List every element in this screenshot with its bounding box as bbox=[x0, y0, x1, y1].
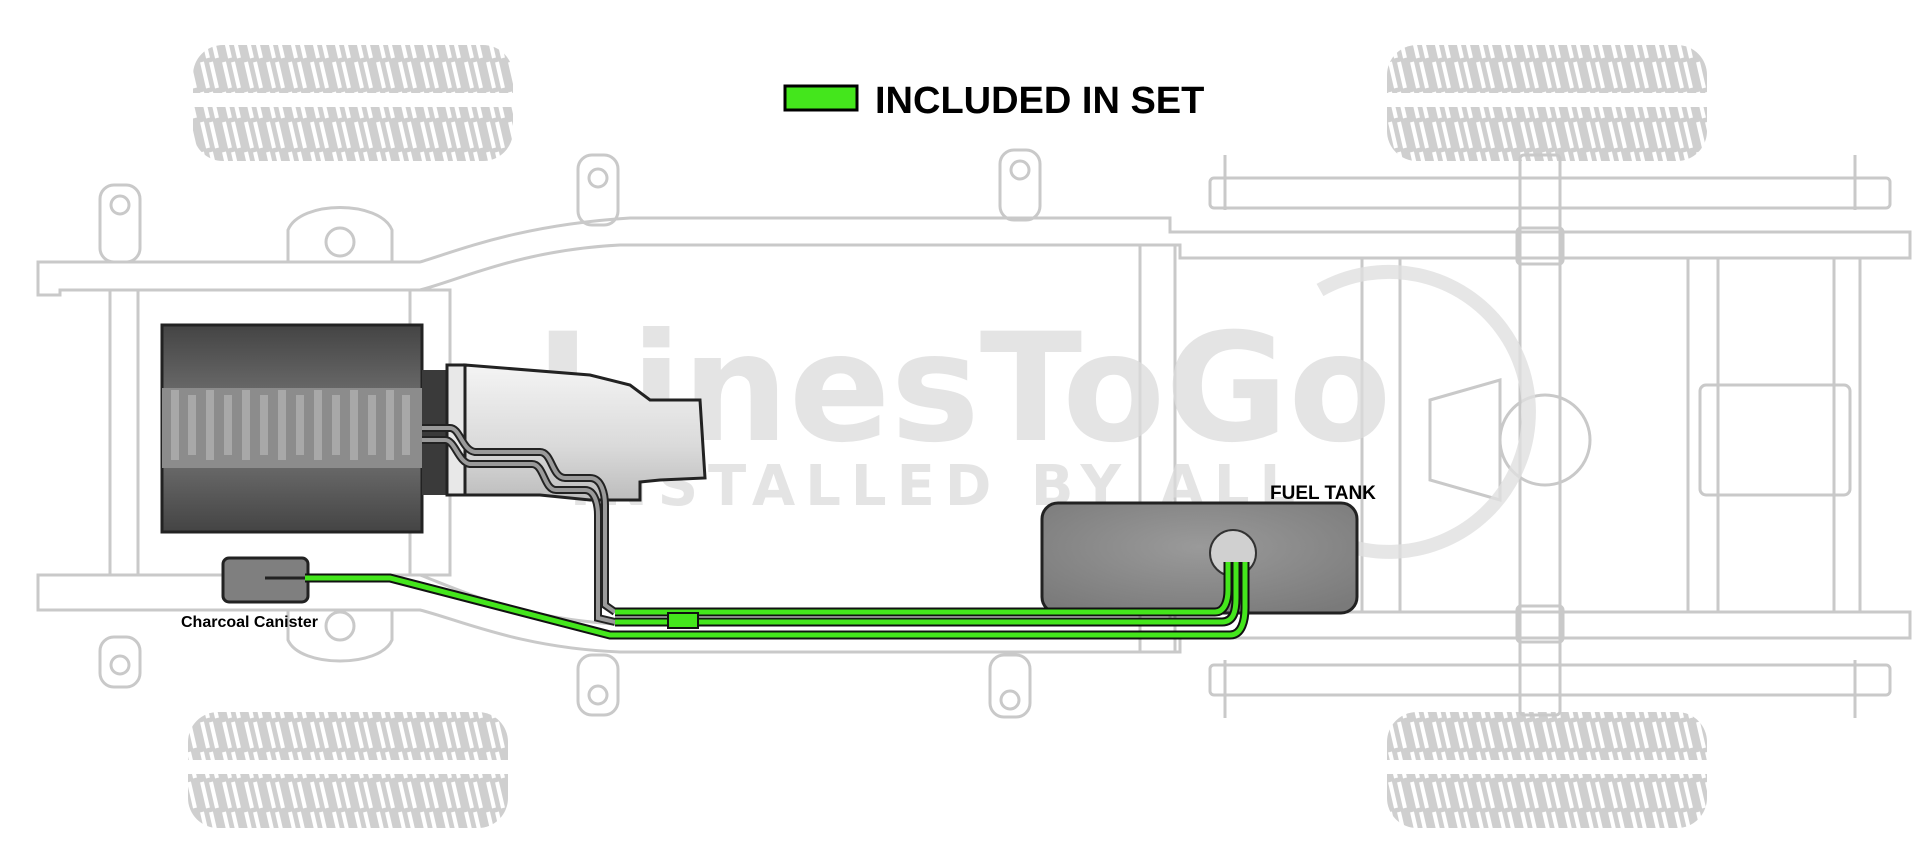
charcoal-canister-label: Charcoal Canister bbox=[181, 614, 318, 631]
legend: INCLUDED IN SET bbox=[783, 80, 1204, 122]
charcoal-canister-icon bbox=[221, 556, 310, 604]
included-fuel-lines bbox=[305, 562, 1250, 640]
stock-fuel-lines bbox=[265, 424, 618, 626]
tire-front-right-icon bbox=[188, 712, 508, 828]
legend-swatch bbox=[783, 84, 859, 112]
fuel-tank-icon bbox=[1040, 501, 1359, 615]
engine-icon bbox=[160, 323, 447, 534]
fuel-tank-label: FUEL TANK bbox=[1270, 483, 1376, 504]
fuel-filter-icon bbox=[667, 612, 699, 629]
tire-rear-right-icon bbox=[1387, 712, 1707, 828]
tire-front-left-icon bbox=[193, 45, 513, 161]
legend-label: INCLUDED IN SET bbox=[875, 80, 1204, 122]
tire-rear-left-icon bbox=[1387, 45, 1707, 161]
